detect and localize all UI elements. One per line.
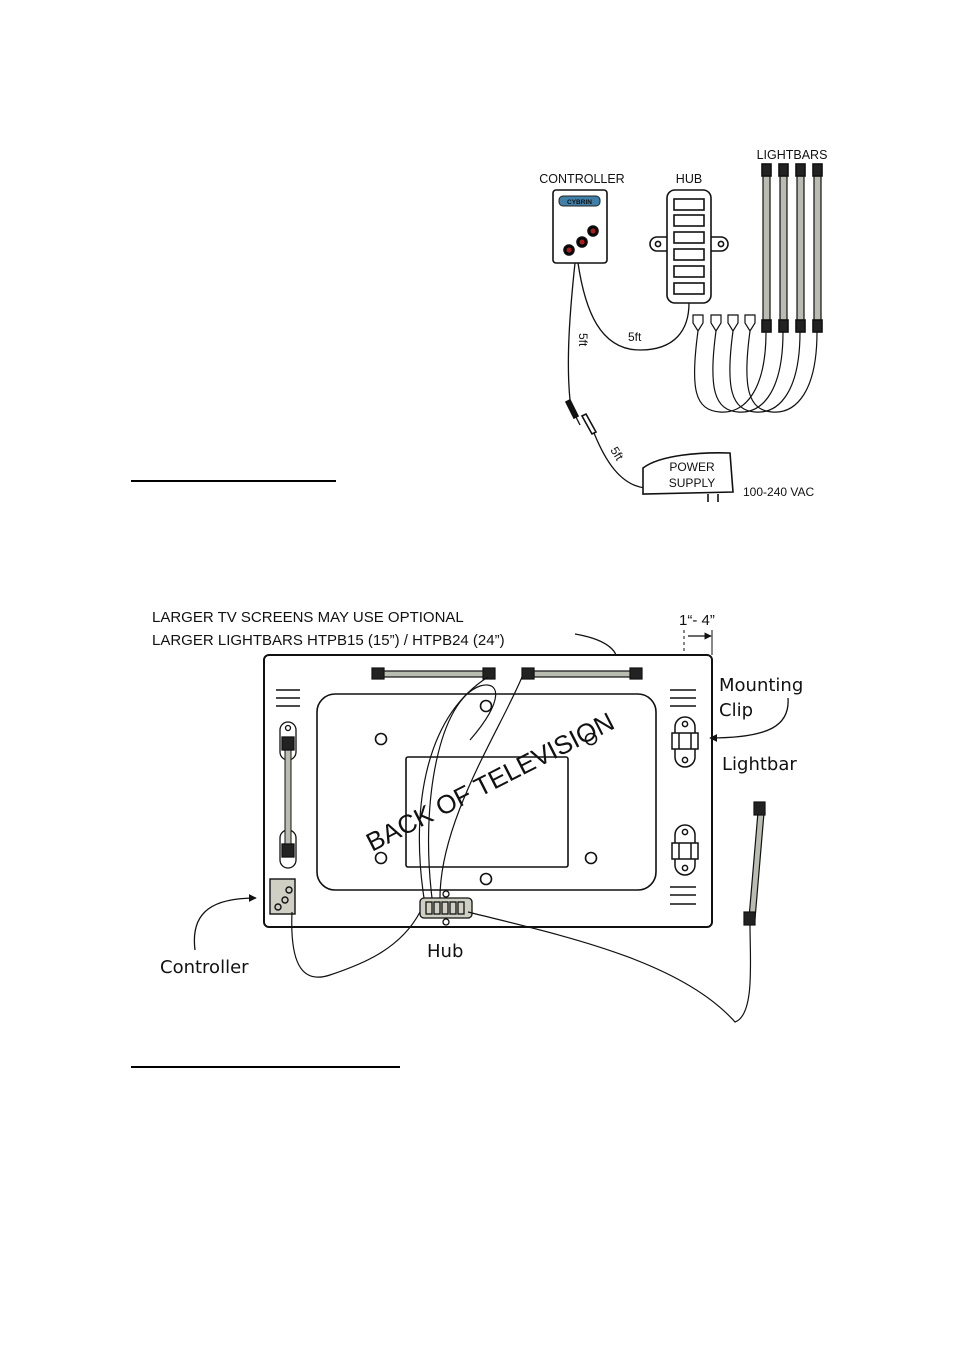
power-supply-label-2: SUPPLY (669, 476, 715, 490)
mounting-clip-label-1: Mounting (719, 675, 803, 696)
lightbar-plugs (693, 315, 755, 331)
cable-controller-down (568, 263, 575, 400)
controller-label: Controller (160, 957, 249, 978)
controller-on-tv (270, 879, 295, 914)
lightbar-icon (762, 164, 822, 332)
mounting-clip-label-2: Clip (719, 700, 753, 721)
loose-lightbar (744, 802, 765, 925)
top-system-diagram: CONTROLLER CYBRIN HUB (539, 148, 827, 502)
note-line-1: LARGER TV SCREENS MAY USE OPTIONAL (152, 609, 464, 626)
distance-label: 1“- 4” (679, 612, 715, 629)
hub-label: Hub (427, 941, 463, 962)
hub-device (650, 190, 728, 303)
note-line-2: LARGER LIGHTBARS HTPB15 (15”) / HTPB24 (… (152, 632, 505, 649)
lightbar-cables (694, 331, 817, 412)
controller-device: CYBRIN (553, 190, 607, 263)
plug-male (566, 400, 578, 418)
controller-arrow (194, 898, 256, 950)
voltage-label: 100-240 VAC (743, 485, 814, 499)
installation-diagram: LARGER TV SCREENS MAY USE OPTIONAL LARGE… (152, 609, 803, 1022)
hub-title: HUB (676, 172, 702, 186)
lightbar-label: Lightbar (722, 754, 797, 775)
cable-length-hub: 5ft (628, 330, 642, 344)
power-supply-label-1: POWER (669, 460, 715, 474)
cable-length-down: 5ft (576, 333, 590, 347)
cable-length-power: 5ft (607, 444, 626, 463)
controller-logo-text: CYBRIN (567, 199, 592, 206)
lightbars-title: LIGHTBARS (757, 148, 828, 162)
plug-female (582, 414, 596, 434)
controller-title: CONTROLLER (539, 172, 624, 186)
